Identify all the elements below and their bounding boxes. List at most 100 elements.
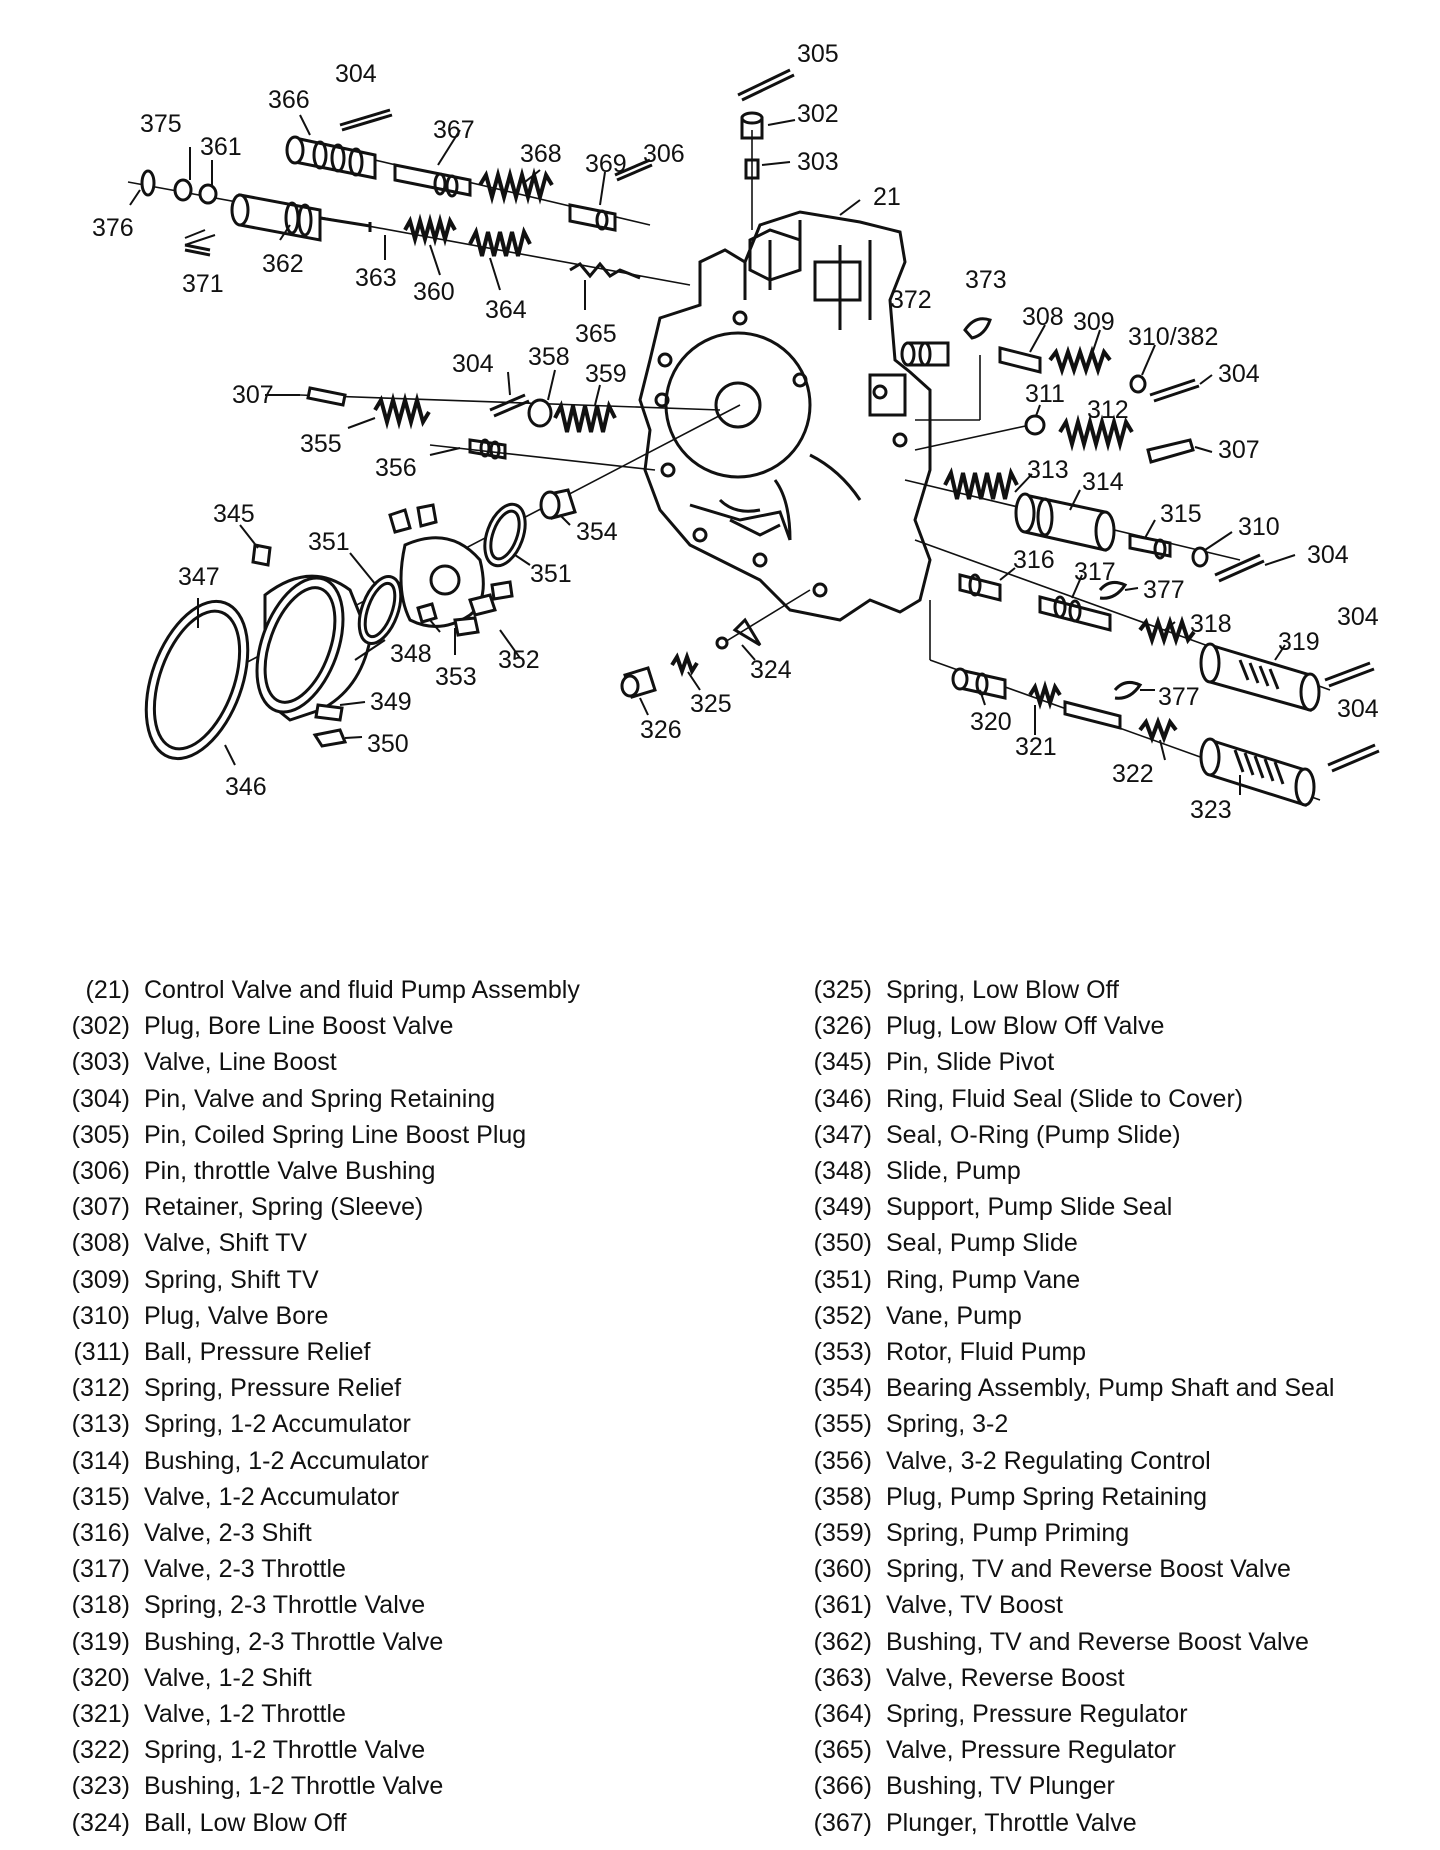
legend-row: (318)Spring, 2-3 Throttle Valve — [48, 1587, 738, 1623]
legend-number: (366) — [813, 1772, 872, 1801]
legend-description: Spring, 1-2 Accumulator — [144, 1410, 411, 1439]
legend-row: (346)Ring, Fluid Seal (Slide to Cover) — [790, 1081, 1430, 1117]
legend-row: (363)Valve, Reverse Boost — [790, 1660, 1430, 1696]
legend-number: (348) — [813, 1157, 872, 1186]
legend-description: Spring, 1-2 Throttle Valve — [144, 1736, 426, 1765]
callout-304: 304 — [1218, 360, 1260, 388]
callout-308: 308 — [1022, 303, 1064, 331]
legend-row: (307)Retainer, Spring (Sleeve) — [48, 1189, 738, 1225]
legend-number: (320) — [71, 1663, 130, 1692]
1-2-shift-parts — [929, 600, 1380, 808]
legend-number: (353) — [813, 1338, 872, 1367]
legend-number: (364) — [813, 1700, 872, 1729]
legend-row: (365)Valve, Pressure Regulator — [790, 1732, 1430, 1768]
callout-354: 354 — [576, 518, 618, 546]
legend-number: (346) — [813, 1084, 872, 1113]
legend-number: (311) — [73, 1338, 130, 1367]
callout-352: 352 — [498, 646, 540, 674]
legend-row: (355)Spring, 3-2 — [790, 1406, 1430, 1442]
legend-number: (325) — [813, 976, 872, 1004]
legend-row: (361) Valve, TV Boost — [790, 1587, 1430, 1623]
callout-307: 307 — [232, 381, 274, 409]
callout-348: 348 — [390, 640, 432, 668]
callout-309: 309 — [1073, 308, 1115, 336]
legend-description: Pin, Slide Pivot — [886, 1048, 1055, 1077]
legend-number: (314) — [71, 1446, 130, 1475]
callout-315: 315 — [1160, 500, 1202, 528]
legend-row: (321)Valve, 1-2 Throttle — [48, 1696, 738, 1732]
callout-310-382: 310/382 — [1128, 323, 1218, 351]
legend-row: (309) Spring, Shift TV — [48, 1262, 738, 1298]
callout-303: 303 — [797, 148, 839, 176]
callout-358: 358 — [528, 343, 570, 371]
legend-description: Pin, Coiled Spring Line Boost Plug — [144, 1120, 527, 1149]
legend-description: Spring, Shift TV — [144, 1265, 319, 1294]
callout-377: 377 — [1143, 576, 1185, 604]
legend-row: (359)Spring, Pump Priming — [790, 1515, 1430, 1551]
legend-number: (351) — [813, 1265, 872, 1294]
legend-row: (311) Ball, Pressure Relief — [48, 1334, 738, 1370]
legend-number: (309) — [71, 1265, 130, 1294]
legend-description: Valve, Reverse Boost — [886, 1663, 1125, 1692]
legend-number: (304) — [71, 1084, 130, 1113]
legend-description: Ball, Pressure Relief — [144, 1338, 371, 1367]
legend-number: (308) — [71, 1229, 130, 1258]
legend-row: (360)Spring, TV and Reverse Boost Valve — [790, 1551, 1430, 1587]
legend-description: Slide, Pump — [886, 1157, 1021, 1186]
legend-number: (355) — [813, 1410, 872, 1439]
pump-assembly — [144, 404, 741, 766]
legend-number: (302) — [71, 1012, 130, 1041]
callout-360: 360 — [413, 278, 455, 306]
legend-description: Valve, TV Boost — [886, 1591, 1063, 1620]
legend-row: (358)Plug, Pump Spring Retaining — [790, 1479, 1430, 1515]
callout-371: 371 — [182, 270, 224, 298]
legend-number: (347) — [813, 1120, 872, 1149]
legend-row: (323)Bushing, 1-2 Throttle Valve — [48, 1768, 738, 1804]
legend-row: (351)Ring, Pump Vane — [790, 1262, 1430, 1298]
callout-325: 325 — [690, 690, 732, 718]
legend-row: (317)Valve, 2-3 Throttle — [48, 1551, 738, 1587]
legend-number: (367) — [813, 1808, 872, 1837]
legend-row: (308) Valve, Shift TV — [48, 1225, 738, 1261]
legend-row: (310)Plug, Valve Bore — [48, 1298, 738, 1334]
callout-323: 323 — [1190, 796, 1232, 824]
legend-number: (352) — [813, 1301, 872, 1330]
top-left-assembly — [127, 147, 691, 286]
legend-number: (322) — [71, 1736, 130, 1765]
legend-row: (316)Valve, 2-3 Shift — [48, 1515, 738, 1551]
legend-number: (358) — [813, 1482, 872, 1511]
legend-description: Valve, Shift TV — [144, 1229, 308, 1258]
legend-description: Rotor, Fluid Pump — [886, 1338, 1087, 1367]
callout-353: 353 — [435, 663, 477, 691]
callout-316: 316 — [1013, 546, 1055, 574]
legend-description: Spring, Low Blow Off — [886, 976, 1119, 1004]
legend-description: Bushing, 1-2 Accumulator — [144, 1446, 429, 1475]
callout-376: 376 — [92, 214, 134, 242]
callout-345: 345 — [213, 500, 255, 528]
legend-row: (302) Plug, Bore Line Boost Valve — [48, 1008, 738, 1044]
legend-row: (325) Spring, Low Blow Off — [790, 972, 1430, 1008]
legend-description: Spring, Pressure Regulator — [886, 1700, 1188, 1729]
parts-legend-left: (21)Control Valve and fluid Pump Assembl… — [48, 972, 738, 1841]
legend-row: (366)Bushing, TV Plunger — [790, 1768, 1430, 1804]
legend-description: Plug, Bore Line Boost Valve — [144, 1012, 454, 1041]
legend-number: (356) — [813, 1446, 872, 1475]
legend-number: (315) — [71, 1482, 130, 1511]
legend-row: (313)Spring, 1-2 Accumulator — [48, 1406, 738, 1442]
legend-number: (361) — [813, 1591, 872, 1620]
legend-description: Seal, Pump Slide — [886, 1229, 1078, 1258]
legend-number: (307) — [71, 1193, 130, 1222]
legend-description: Valve, Pressure Regulator — [886, 1736, 1176, 1765]
legend-description: Pin, throttle Valve Bushing — [144, 1157, 436, 1186]
callout-349: 349 — [370, 688, 412, 716]
legend-number: (310) — [71, 1301, 130, 1330]
legend-number: (326) — [813, 1012, 872, 1041]
legend-number: (306) — [71, 1157, 130, 1186]
callout-368: 368 — [520, 140, 562, 168]
legend-row: (353) Rotor, Fluid Pump — [790, 1334, 1430, 1370]
legend-row: (367)Plunger, Throttle Valve — [790, 1805, 1430, 1841]
legend-row: (326)Plug, Low Blow Off Valve — [790, 1008, 1430, 1044]
legend-row: (315)Valve, 1-2 Accumulator — [48, 1479, 738, 1515]
legend-number: (324) — [71, 1808, 130, 1837]
callout-314: 314 — [1082, 468, 1124, 496]
